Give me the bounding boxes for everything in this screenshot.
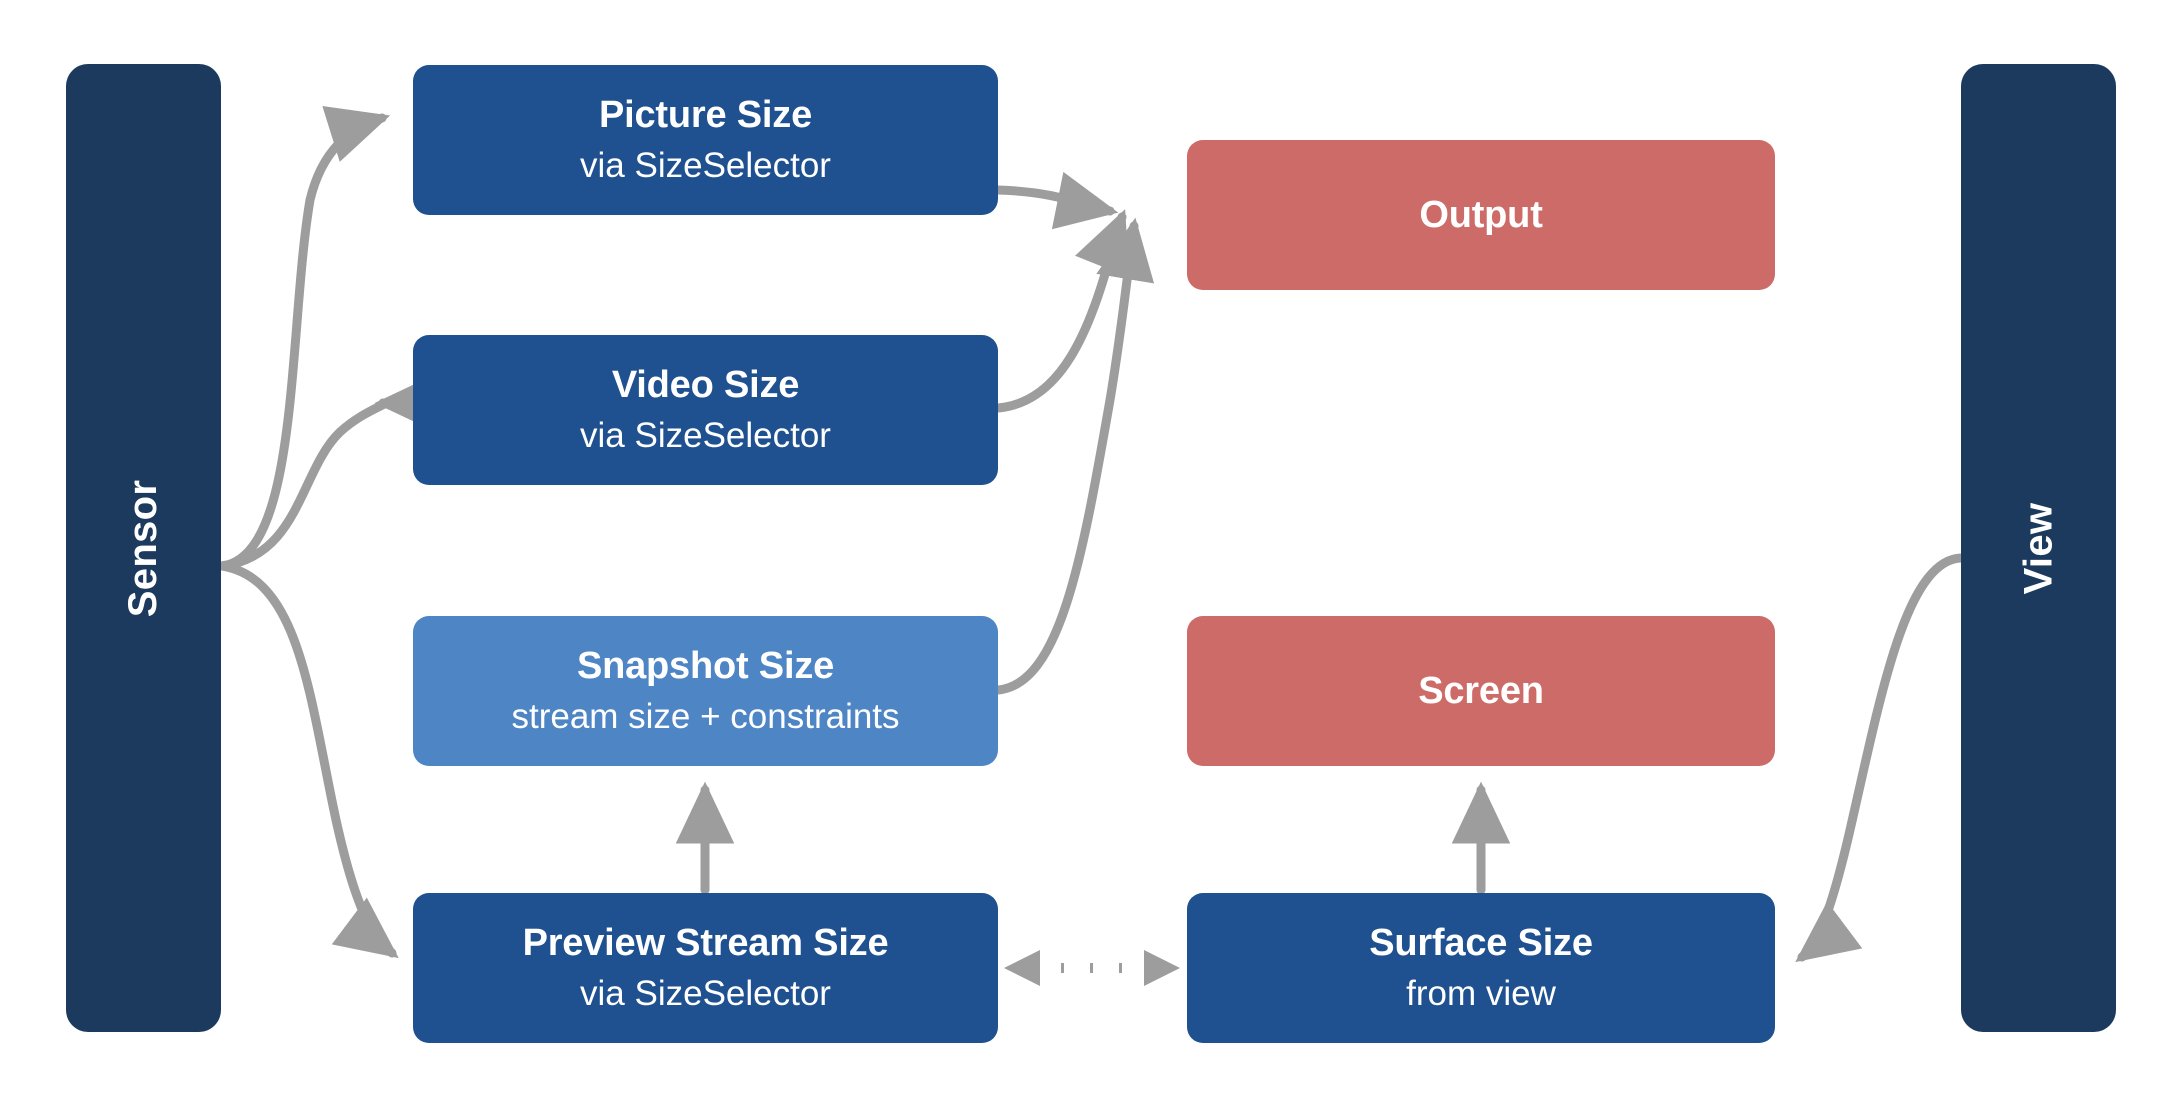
edge-preview-stream-size-to-surface-size [1004, 950, 1180, 986]
node-screen-title: Screen [1418, 669, 1544, 712]
edge-snapshot-size-to-output [993, 217, 1155, 695]
edge-sensor-to-video-size [217, 373, 437, 571]
node-snapshot-size[interactable]: Snapshot Size stream size + constraints [413, 616, 998, 766]
edge-view-to-surface-size [1795, 553, 1966, 963]
node-preview-stream-size[interactable]: Preview Stream Size via SizeSelector [413, 893, 998, 1043]
lane-view-label: View [2015, 502, 2060, 594]
node-picture-size[interactable]: Picture Size via SizeSelector [413, 65, 998, 215]
node-video-size[interactable]: Video Size via SizeSelector [413, 335, 998, 485]
node-output-title: Output [1419, 193, 1543, 236]
lane-sensor[interactable]: Sensor [66, 64, 221, 1032]
edge-sensor-to-preview-stream-size [217, 561, 399, 959]
edge-sensor-to-picture-size [217, 106, 391, 571]
node-snapshot-size-subtitle: stream size + constraints [511, 697, 900, 737]
edge-video-size-to-output [993, 209, 1130, 413]
node-output[interactable]: Output [1187, 140, 1775, 290]
node-video-size-title: Video Size [611, 364, 800, 407]
lane-view[interactable]: View [1961, 64, 2116, 1032]
node-surface-size-title: Surface Size [1369, 922, 1593, 965]
node-snapshot-size-title: Snapshot Size [576, 645, 835, 688]
node-surface-size[interactable]: Surface Size from view [1187, 893, 1775, 1043]
node-video-size-subtitle: via SizeSelector [580, 416, 831, 456]
node-preview-stream-size-title: Preview Stream Size [522, 922, 889, 965]
node-picture-size-title: Picture Size [598, 94, 813, 137]
node-preview-stream-size-subtitle: via SizeSelector [580, 974, 831, 1014]
node-surface-size-subtitle: from view [1406, 974, 1556, 1014]
node-picture-size-subtitle: via SizeSelector [580, 146, 831, 186]
lane-sensor-label: Sensor [121, 479, 165, 617]
node-screen[interactable]: Screen [1187, 616, 1775, 766]
edge-picture-size-to-output [993, 171, 1119, 230]
